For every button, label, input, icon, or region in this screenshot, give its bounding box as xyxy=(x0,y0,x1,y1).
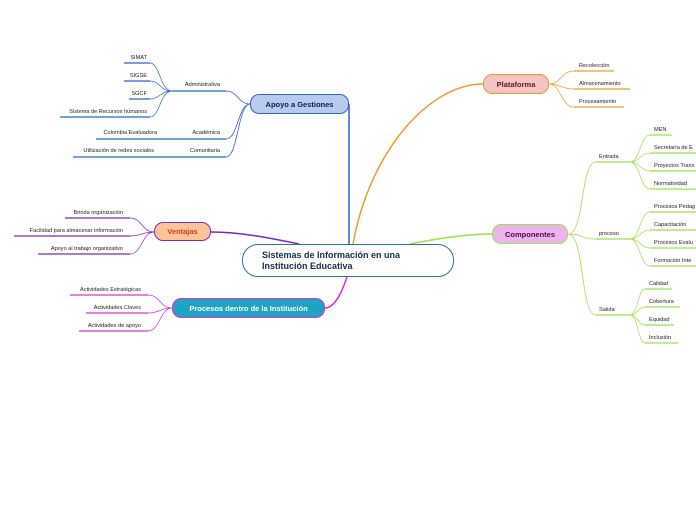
leaf-proyectos[interactable]: Proyectos Trans xyxy=(654,163,695,169)
subtopic-academica[interactable]: Académica xyxy=(192,130,220,136)
topic-apoyo-gestiones[interactable]: Apoyo a Gestiones xyxy=(250,94,349,114)
leaf-actividades-claves[interactable]: Actividades Claves xyxy=(93,305,141,311)
topic-componentes[interactable]: Componentes xyxy=(492,224,568,244)
topic-plataforma[interactable]: Plataforma xyxy=(483,74,549,94)
leaf-men[interactable]: MEN xyxy=(654,127,667,133)
leaf-brinda-organizacion[interactable]: Brinda organización xyxy=(73,210,123,216)
leaf-facilidad-almacenar[interactable]: Facilidad para almacenar información xyxy=(29,228,123,234)
leaf-procesos-pedagogicos[interactable]: Procesos Pedag xyxy=(654,204,696,210)
central-topic-line1: Sistemas de Información en una xyxy=(262,250,401,260)
leaf-equidad[interactable]: Equidad xyxy=(649,317,670,323)
leaf-cobertura[interactable]: Cobertura xyxy=(649,299,674,305)
topic-ventajas[interactable]: Ventajas xyxy=(154,222,211,241)
leaf-simat[interactable]: SIMAT xyxy=(130,55,147,61)
leaf-redes-sociales[interactable]: Utilización de redes sociales xyxy=(83,148,154,154)
leaf-formacion-integral[interactable]: Formación Inte xyxy=(654,258,692,264)
central-topic[interactable]: Sistemas de Información en una Instituci… xyxy=(242,244,454,277)
subtopic-proceso[interactable]: proceso xyxy=(599,231,619,237)
subtopic-entrada[interactable]: Entrada xyxy=(599,154,619,160)
leaf-secretaria[interactable]: Secretaría de E xyxy=(654,145,693,151)
leaf-actividades-estrategicas[interactable]: Actividades Estratégicas xyxy=(80,287,141,293)
topic-procesos-institucion[interactable]: Procesos dentro de la Institución xyxy=(172,298,325,318)
leaf-capacitacion[interactable]: Capacitación xyxy=(654,222,687,228)
leaf-almacenamiento[interactable]: Almacenamiento xyxy=(579,81,621,87)
leaf-actividades-apoyo[interactable]: Actividades de apoyo xyxy=(87,323,141,329)
leaf-inclusion[interactable]: Inclusión xyxy=(649,335,672,341)
subtopic-administrativa[interactable]: Administrativa xyxy=(184,82,220,88)
subtopic-salida[interactable]: Salida xyxy=(599,307,615,313)
leaf-calidad[interactable]: Calidad xyxy=(649,281,668,287)
subtopic-comunitaria[interactable]: Comunitaria xyxy=(189,148,220,154)
leaf-sgcf[interactable]: SGCF xyxy=(131,91,147,97)
leaf-recoleccion[interactable]: Recolección xyxy=(579,63,610,69)
leaf-apoyo-trabajo[interactable]: Apoyo al trabajo organizativo xyxy=(50,246,123,252)
leaf-procesamiento[interactable]: Procesamiento xyxy=(579,99,617,105)
leaf-sigse[interactable]: SIGSE xyxy=(129,73,147,79)
leaf-normatividad[interactable]: Normatividad xyxy=(654,181,687,187)
central-topic-line2: Institución Educativa xyxy=(262,261,353,271)
leaf-procesos-evaluativos[interactable]: Procesos Evalu xyxy=(654,240,693,246)
leaf-recursos-humanos[interactable]: Sistema de Recursos humanos xyxy=(69,109,147,115)
leaf-colombia-evaluadora[interactable]: Colombia Evaluadora xyxy=(103,130,157,136)
